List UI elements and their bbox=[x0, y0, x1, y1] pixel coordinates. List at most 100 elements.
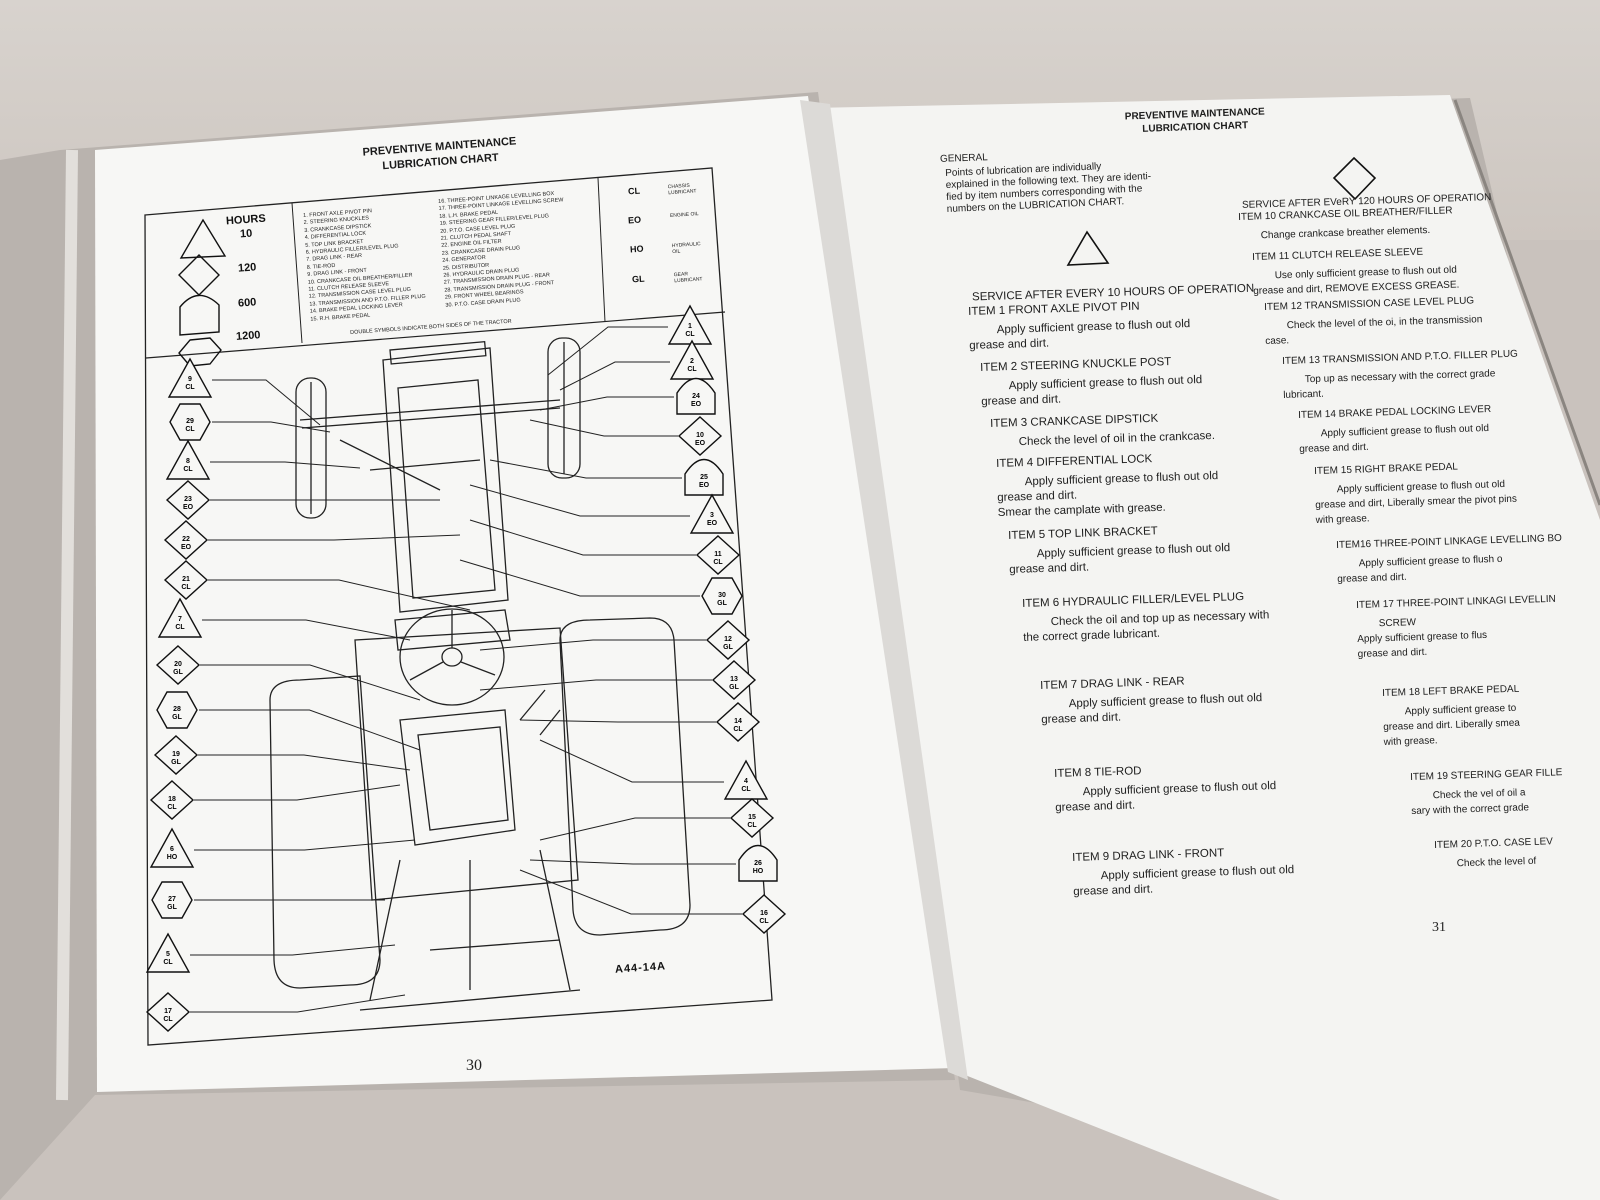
callout-leader-line bbox=[529, 419, 678, 437]
callout-leader-line bbox=[539, 396, 674, 411]
callout-leader-line bbox=[559, 361, 670, 391]
callout-diamond-icon bbox=[149, 780, 195, 820]
callout-code: CL bbox=[185, 426, 195, 433]
callout-number: 7 bbox=[178, 616, 182, 623]
callout-code: EO bbox=[695, 440, 706, 447]
callout-leader-line bbox=[198, 754, 411, 771]
callout-diamond-icon bbox=[695, 535, 741, 575]
callout-leader-line bbox=[194, 784, 401, 801]
callout-diamond-icon bbox=[677, 416, 723, 456]
callout-number: 24 bbox=[692, 393, 700, 400]
callout-code: EO bbox=[691, 401, 702, 408]
callout-triangle-icon bbox=[157, 597, 203, 638]
callout-number: 22 bbox=[182, 536, 190, 543]
callout-number: 6 bbox=[170, 846, 174, 853]
callout-diamond-icon bbox=[145, 992, 191, 1032]
callout-number: 3 bbox=[710, 512, 714, 519]
callout-hexagon-icon bbox=[701, 577, 743, 615]
callout-leader-line bbox=[208, 534, 461, 541]
callout-diamond-icon bbox=[153, 735, 199, 775]
callout-number: 23 bbox=[184, 496, 192, 503]
callout-hexagon-icon bbox=[156, 691, 198, 729]
callout-diamond-icon bbox=[163, 560, 209, 600]
callout-arch-icon bbox=[684, 458, 724, 496]
callout-code: CL bbox=[733, 726, 743, 733]
callout-diamond-icon bbox=[705, 620, 751, 660]
callout-diamond-icon bbox=[741, 894, 787, 934]
callout-hexagon-icon bbox=[169, 403, 211, 441]
callout-code: EO bbox=[181, 544, 192, 551]
right-page-number: 31 bbox=[1432, 920, 1446, 935]
callout-diamond-icon bbox=[165, 480, 211, 520]
callout-number: 27 bbox=[168, 896, 176, 903]
callout-number: 9 bbox=[188, 376, 192, 383]
callout-diamond-icon bbox=[711, 660, 757, 700]
callout-number: 20 bbox=[174, 661, 182, 668]
callout-number: 5 bbox=[166, 951, 170, 958]
callout-leader-line bbox=[210, 461, 361, 469]
callout-triangle-icon bbox=[149, 827, 195, 868]
callout-leader-line bbox=[190, 994, 406, 1013]
callout-code: GL bbox=[171, 759, 181, 766]
callout-code: EO bbox=[699, 482, 710, 489]
item-title: ITEM 20 P.T.O. CASE LEV bbox=[1434, 836, 1554, 851]
triangle-10h-icon bbox=[1066, 230, 1110, 266]
callout-number: 1 bbox=[688, 323, 692, 330]
callout-arch-icon bbox=[738, 844, 778, 882]
callout-number: 26 bbox=[754, 860, 762, 867]
callout-code: CL bbox=[741, 786, 751, 793]
callout-triangle-icon bbox=[145, 932, 191, 973]
callout-leader-line bbox=[539, 739, 724, 783]
callout-leader-line bbox=[469, 519, 696, 556]
callout-leader-line bbox=[200, 664, 421, 701]
callout-leader-line bbox=[519, 869, 742, 915]
diamond-120h-icon bbox=[1332, 156, 1377, 201]
callout-code: CL bbox=[713, 559, 723, 566]
callout-code: CL bbox=[163, 1016, 173, 1023]
callout-leader-line bbox=[459, 559, 700, 597]
callout-code: CL bbox=[163, 959, 173, 966]
callout-triangle-icon bbox=[165, 439, 211, 480]
right-page-paper bbox=[812, 95, 1600, 1200]
callout-leader-line bbox=[547, 326, 668, 376]
callout-leader-line bbox=[489, 459, 682, 479]
callout-code: CL bbox=[185, 384, 195, 391]
callout-leader-line bbox=[519, 719, 716, 723]
callout-number: 30 bbox=[718, 592, 726, 599]
callout-number: 2 bbox=[690, 358, 694, 365]
callout-number: 14 bbox=[734, 718, 742, 725]
callout-code: GL bbox=[173, 669, 183, 676]
callout-number: 13 bbox=[730, 676, 738, 683]
callout-diamond-icon bbox=[729, 798, 775, 838]
callout-leader-line bbox=[199, 709, 421, 751]
callout-code: CL bbox=[685, 331, 695, 338]
callout-code: GL bbox=[717, 600, 727, 607]
callout-diamond-icon bbox=[155, 645, 201, 685]
callout-number: 21 bbox=[182, 576, 190, 583]
callout-number: 29 bbox=[186, 418, 194, 425]
callout-leader-line bbox=[212, 379, 321, 426]
callout-code: GL bbox=[723, 644, 733, 651]
callout-diamond-icon bbox=[715, 702, 761, 742]
callout-code: HO bbox=[753, 868, 764, 875]
callout-code: CL bbox=[167, 804, 177, 811]
left-page-number: 30 bbox=[466, 1057, 482, 1074]
